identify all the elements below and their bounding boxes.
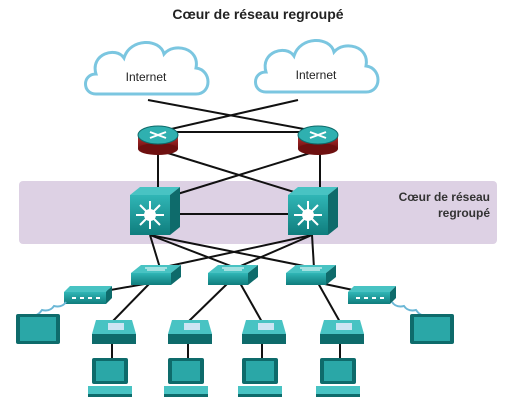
tablet-icon — [410, 314, 454, 344]
tablet-icon — [16, 314, 60, 344]
diagram-title: Cœur de réseau regroupé — [172, 6, 344, 22]
wireless-access-point-icon — [64, 286, 112, 304]
wireless-signal — [391, 301, 427, 317]
ip-phone-icon — [168, 320, 212, 344]
router-icon — [137, 125, 179, 155]
wireless-access-point-icon — [348, 286, 396, 304]
switch-icon — [208, 265, 258, 285]
switch-icon — [131, 265, 181, 285]
switch-icon — [286, 265, 336, 285]
ip-phone-icon — [242, 320, 286, 344]
cloud-label: Internet — [126, 70, 167, 84]
cloud-label: Internet — [296, 68, 337, 82]
core-band-label: Cœur de réseau regroupé — [398, 190, 490, 220]
pc-icon — [88, 358, 132, 397]
router-icon — [297, 125, 339, 155]
wireless-signal — [31, 301, 67, 317]
multilayer-switch-icon — [288, 187, 338, 235]
pc-icon — [164, 358, 208, 397]
pc-icon — [238, 358, 282, 397]
cloud-icon: Internet — [84, 41, 210, 96]
ip-phone-icon — [92, 320, 136, 344]
cloud-icon: Internet — [254, 39, 380, 94]
ip-phone-icon — [320, 320, 364, 344]
multilayer-switch-icon — [130, 187, 180, 235]
pc-icon — [316, 358, 360, 397]
